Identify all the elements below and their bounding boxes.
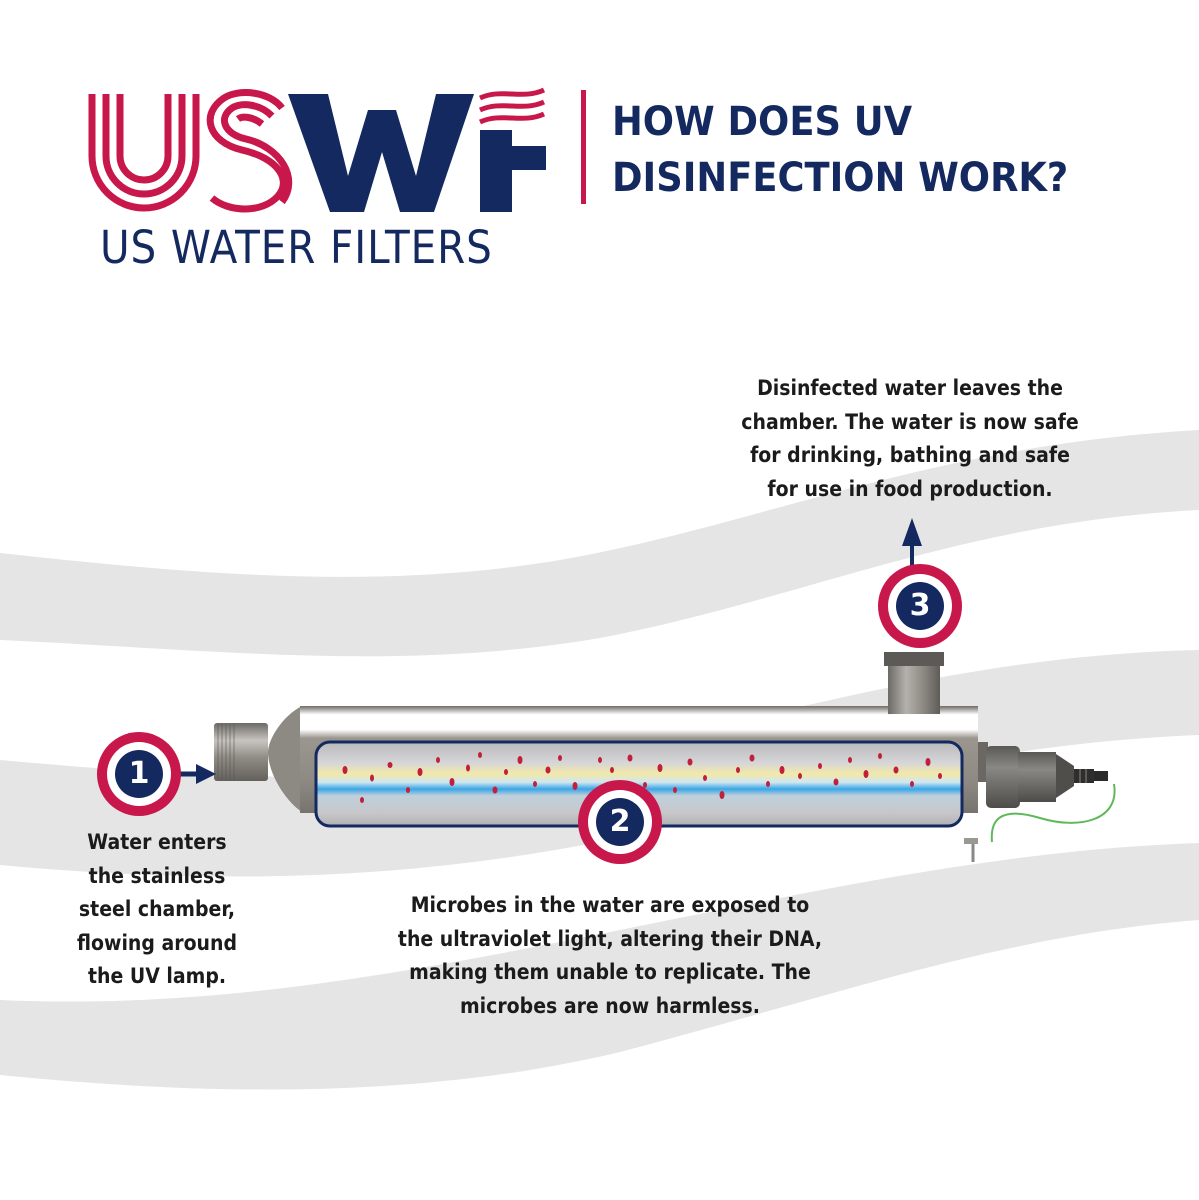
caption-line: Microbes in the water are exposed to <box>410 893 810 917</box>
caption-line: the ultraviolet light, altering their DN… <box>397 926 823 951</box>
caption-line: Disinfected water leaves the <box>757 376 1063 400</box>
step-2-caption: Microbes in the water are exposed to the… <box>367 889 853 1023</box>
step-3-badge: 3 <box>878 564 962 648</box>
page-title: HOW DOES UV DISINFECTION WORK? <box>612 94 1068 206</box>
step-3-number: 3 <box>896 582 944 630</box>
caption-line: Water enters <box>87 830 227 854</box>
microbes <box>342 752 942 803</box>
caption-line: chamber. The water is now safe <box>741 409 1079 434</box>
brand-logo: US WATER FILTERS <box>82 86 552 276</box>
uswf-logo-mark <box>88 87 546 213</box>
step-1-number: 1 <box>115 750 163 798</box>
step-2-number: 2 <box>596 798 644 846</box>
arrow-right-icon <box>178 764 216 784</box>
caption-line: the stainless <box>88 863 226 888</box>
step-1-caption: Water enters the stainless steel chamber… <box>63 826 252 994</box>
step-1-badge: 1 <box>97 732 181 816</box>
caption-line: for drinking, bathing and safe <box>750 443 1070 467</box>
arrow-up-icon <box>902 518 922 568</box>
caption-line: flowing around <box>76 930 238 955</box>
caption-line: microbes are now harmless. <box>459 993 761 1018</box>
page-title-line-2: DISINFECTION WORK? <box>612 155 1069 201</box>
caption-line: making them unable to replicate. The <box>409 960 811 984</box>
caption-line: steel chamber, <box>78 897 236 921</box>
brand-subtitle: US WATER FILTERS <box>100 221 493 274</box>
page-title-line-1: HOW DOES UV <box>612 99 913 145</box>
header-divider <box>581 90 586 204</box>
caption-line: for use in food production. <box>767 476 1053 501</box>
caption-line: the UV lamp. <box>87 964 227 988</box>
step-3-caption: Disinfected water leaves the chamber. Th… <box>735 372 1086 506</box>
step-2-badge: 2 <box>578 780 662 864</box>
